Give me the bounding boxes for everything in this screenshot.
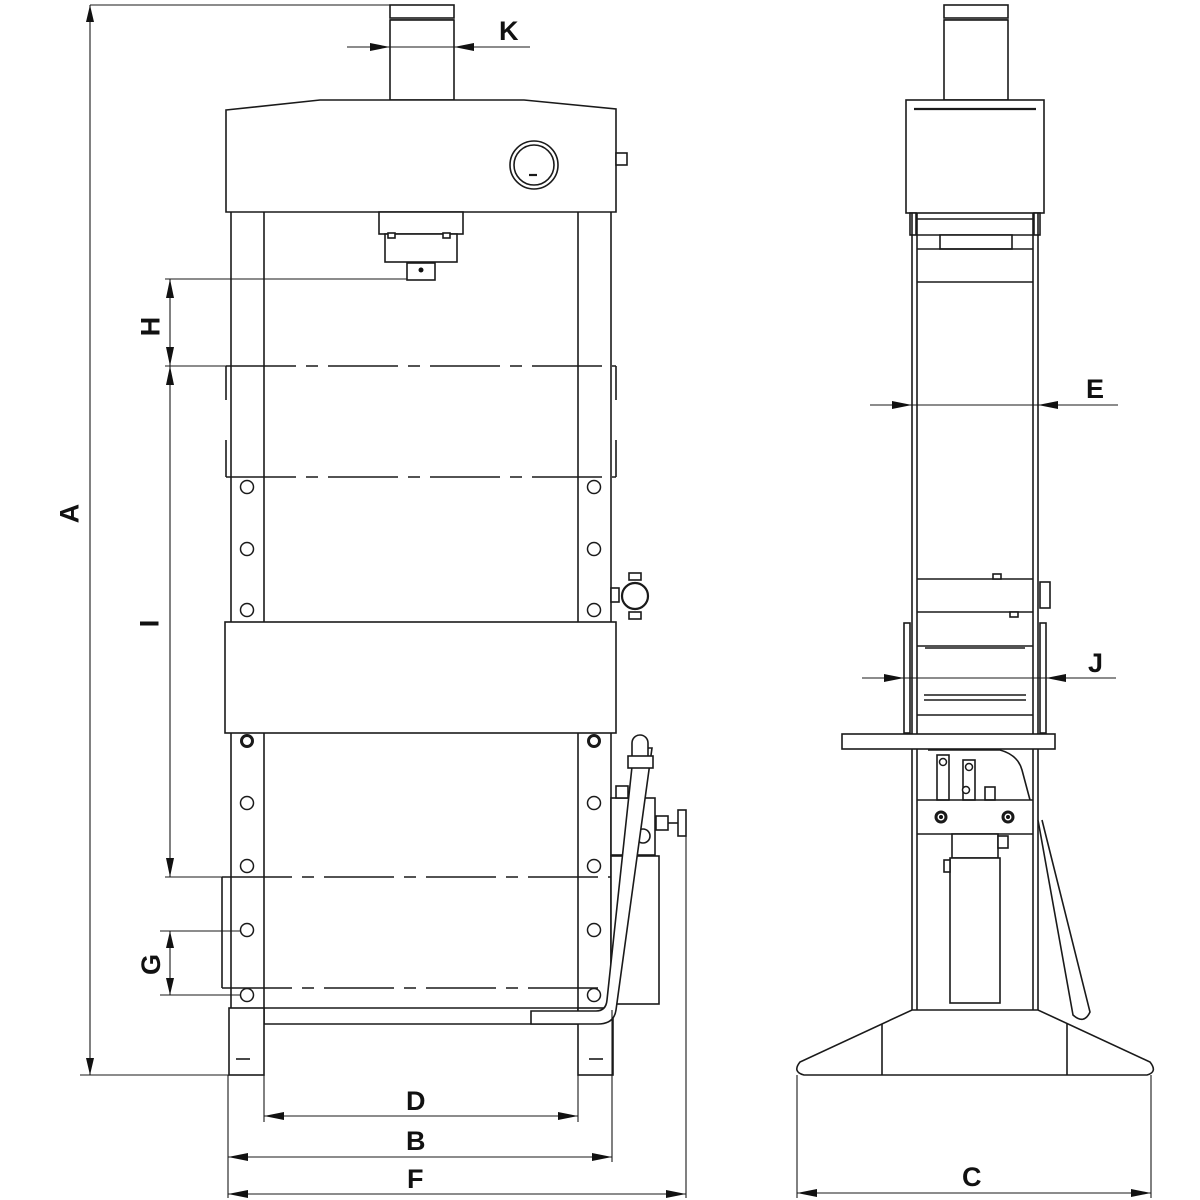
dimension-label-k: K — [499, 16, 519, 46]
table-upper-position — [225, 365, 617, 478]
table-winch-knob — [610, 572, 650, 620]
dimension-e — [870, 401, 1118, 409]
dimension-label-h: H — [135, 316, 166, 337]
dimension-h — [165, 278, 407, 367]
table-lower-position — [221, 876, 612, 989]
dimension-label-g: G — [136, 953, 167, 976]
dimension-a — [80, 4, 390, 1076]
dimension-label-j: J — [1088, 648, 1104, 678]
side-view — [796, 4, 1155, 1076]
dimension-label-i: I — [134, 619, 165, 628]
right-upright — [577, 212, 612, 1024]
dimension-d — [263, 1075, 579, 1122]
dimension-f — [228, 836, 687, 1198]
dimension-k — [347, 43, 530, 51]
ram — [378, 211, 464, 281]
dimension-label-c: C — [962, 1162, 982, 1192]
dimension-label-f: F — [407, 1164, 424, 1194]
upright-holes — [239, 479, 602, 1003]
dimension-label-d: D — [406, 1086, 426, 1116]
hand-pump — [530, 734, 687, 1025]
dimension-label-e: E — [1086, 374, 1105, 404]
dimension-i — [165, 366, 222, 878]
dimension-b — [227, 1010, 613, 1198]
dimension-g — [160, 930, 240, 996]
left-upright — [230, 212, 265, 1024]
dimension-c — [796, 1075, 1152, 1198]
front-view — [221, 4, 687, 1076]
dimension-j — [862, 674, 1116, 682]
press-head — [225, 99, 628, 213]
hydraulic-cylinder — [389, 4, 455, 101]
dimension-label-b: B — [406, 1126, 426, 1156]
dimension-label-a: A — [54, 503, 85, 524]
press-table — [224, 621, 617, 734]
